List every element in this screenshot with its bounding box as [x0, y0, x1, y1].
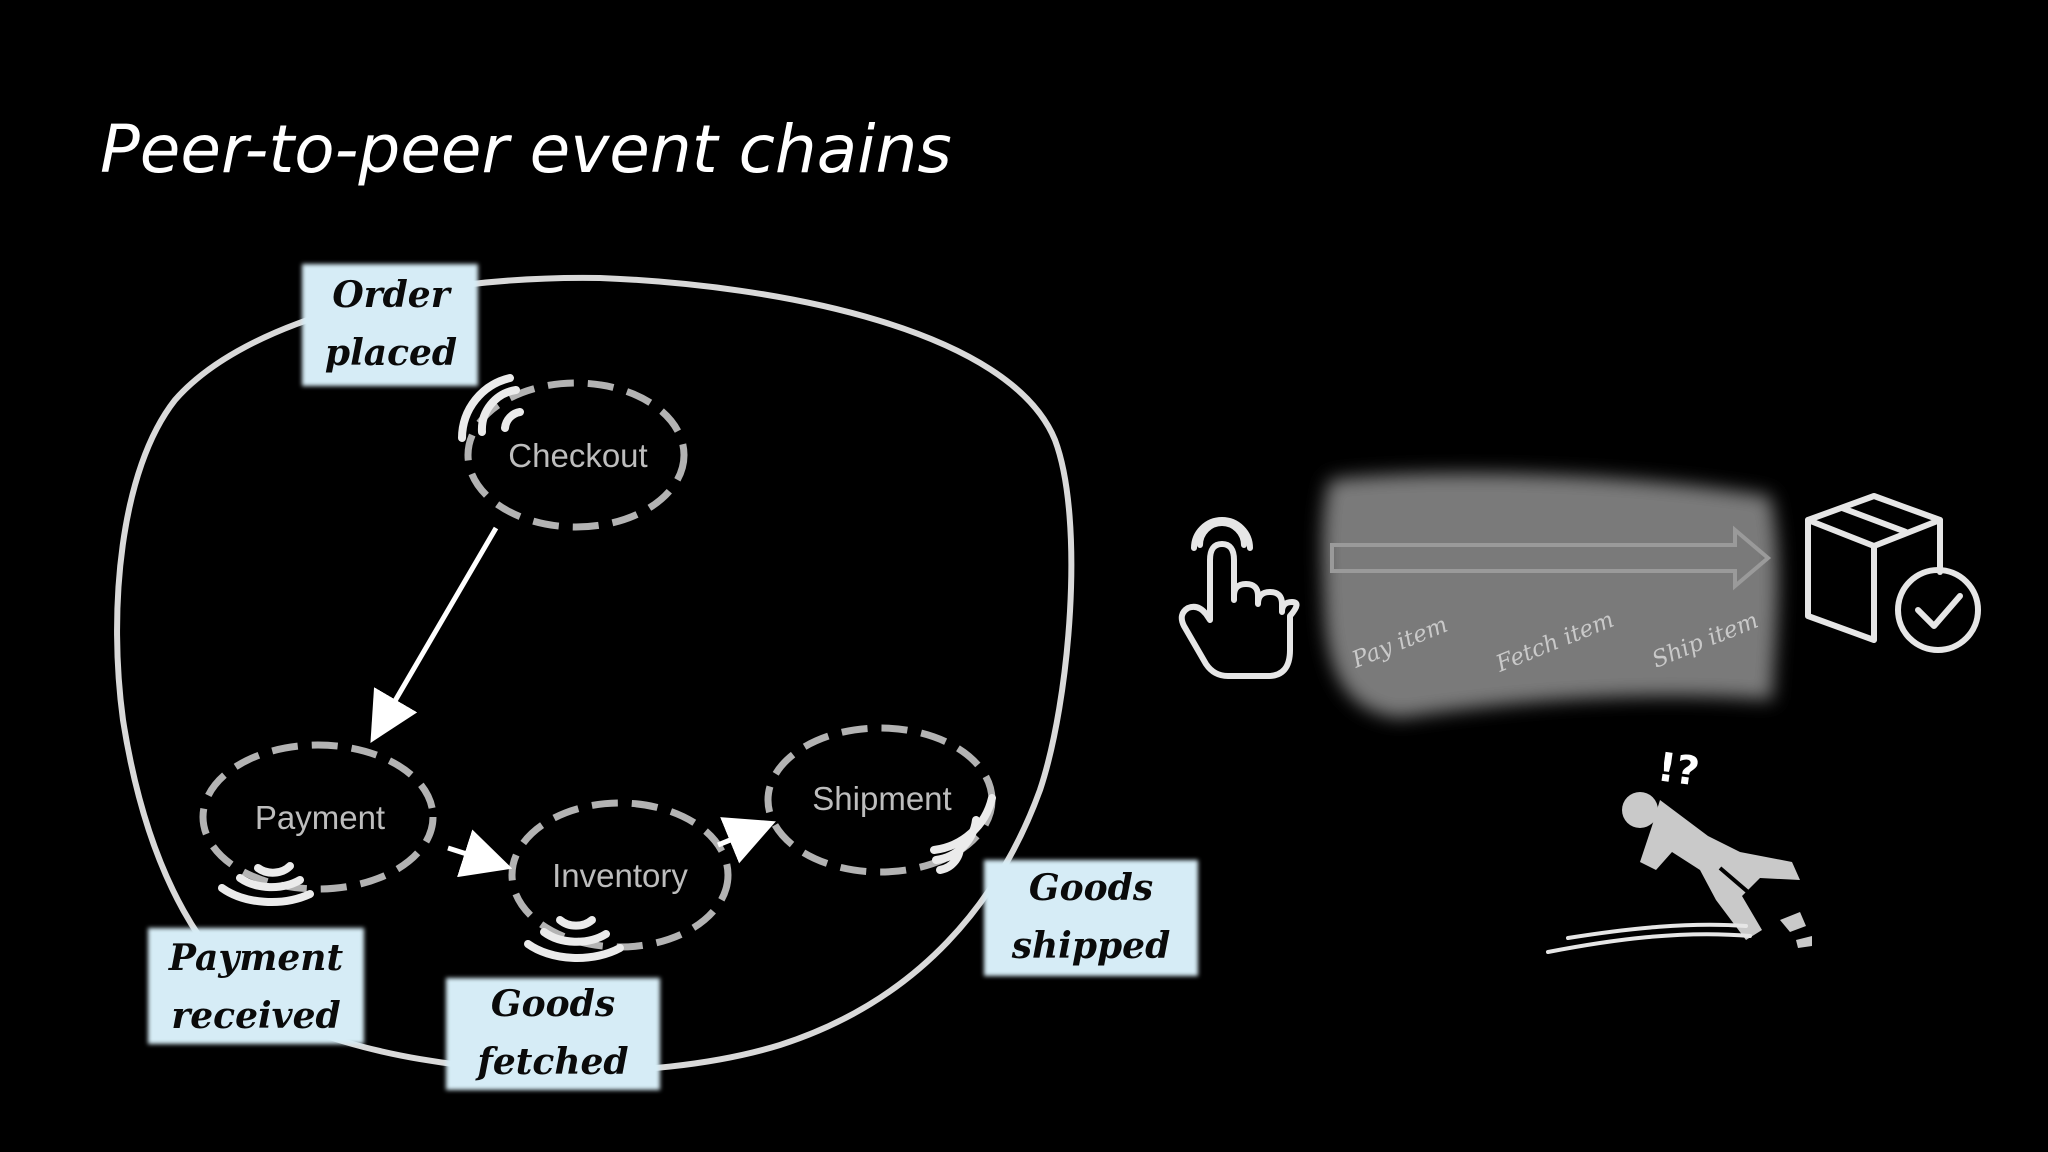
arrow-checkout-to-payment — [370, 526, 499, 743]
sticky-line-1: Order — [332, 274, 452, 316]
flow-arrow-icon — [1330, 525, 1772, 591]
broadcast-icon-checkout — [458, 374, 524, 442]
sticky-line-1: Goods — [491, 983, 615, 1025]
sticky-line-2: fetched — [474, 1041, 628, 1083]
sticky-line-1: Goods — [1029, 867, 1153, 909]
person-slipping-icon — [1546, 792, 1812, 954]
package-checked-icon — [1805, 493, 1981, 653]
event-sticky-order-placed: Order placed — [302, 264, 478, 386]
event-sticky-goods-fetched: Goods fetched — [446, 978, 660, 1090]
sticky-line-2: received — [171, 995, 340, 1037]
sticky-line-2: shipped — [1011, 925, 1171, 967]
sticky-line-2: placed — [325, 332, 457, 374]
pointing-hand-icon — [1178, 517, 1300, 679]
orchestrated-flow-band — [1322, 473, 1779, 718]
service-label-checkout: Checkout — [508, 437, 647, 474]
service-payment[interactable]: Payment — [199, 741, 437, 893]
service-inventory[interactable]: Inventory — [508, 799, 732, 951]
event-sticky-payment-received: Payment received — [148, 928, 364, 1044]
service-label-inventory: Inventory — [552, 857, 688, 894]
slide-title: Peer-to-peer event chains — [100, 111, 952, 188]
broadcast-icon-inventory — [524, 916, 624, 963]
arrow-payment-to-inventory — [447, 829, 513, 878]
event-sticky-goods-shipped: Goods shipped — [984, 860, 1198, 976]
arrow-inventory-to-shipment — [717, 817, 776, 864]
sticky-line-1: Payment — [168, 937, 344, 979]
broadcast-icon-shipment — [930, 794, 996, 874]
service-checkout[interactable]: Checkout — [464, 379, 688, 531]
failure-marks: !? — [1655, 744, 1702, 795]
broadcast-icon-payment — [218, 862, 314, 906]
service-label-payment: Payment — [255, 799, 385, 836]
service-label-shipment: Shipment — [812, 780, 951, 817]
